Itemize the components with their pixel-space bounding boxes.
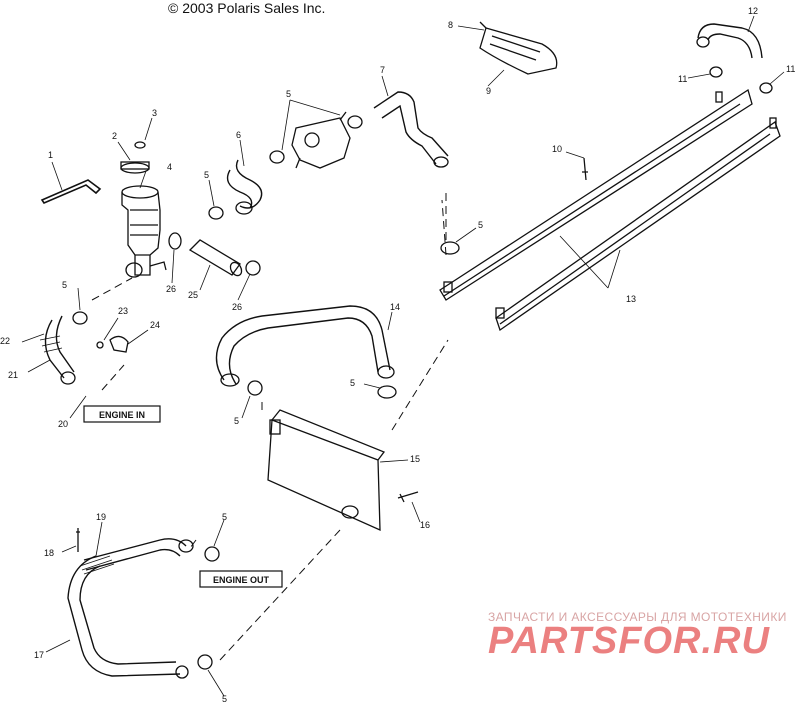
- part-5-clamp-b: [208, 206, 224, 220]
- callout-11-b: 11: [786, 64, 795, 74]
- part-13-heat-exchanger: [439, 88, 781, 332]
- part-18-fastener: [76, 528, 80, 552]
- callout-6: 6: [236, 130, 241, 140]
- callout-10: 10: [552, 144, 562, 154]
- callout-4: 4: [167, 162, 172, 172]
- watermark-tagline: ЗАПЧАСТИ И АКСЕССУАРЫ ДЛЯ МОТОТЕХНИКИ: [488, 610, 787, 624]
- part-2-cap: [120, 162, 150, 174]
- copyright-notice: © 2003 Polaris Sales Inc.: [168, 0, 326, 16]
- part-21-hose: [44, 315, 75, 379]
- callout-5-a: 5: [286, 89, 291, 99]
- callout-15: 15: [410, 454, 420, 464]
- callout-19: 19: [96, 512, 106, 522]
- part-5-clamp-e: [440, 241, 460, 255]
- callout-26-a: 26: [166, 284, 176, 294]
- part-5-clamp-g: [247, 380, 263, 396]
- callout-5-b: 5: [204, 170, 209, 180]
- callout-17: 17: [34, 650, 44, 660]
- callout-20: 20: [58, 419, 68, 429]
- part-14-hose: [215, 305, 391, 385]
- part-1-wrench: [40, 179, 102, 204]
- engine-in-label: ENGINE IN: [99, 410, 145, 420]
- thermostat-housing: [291, 111, 351, 169]
- part-26-clamp-b: [245, 260, 261, 276]
- callout-5-f: 5: [234, 416, 239, 426]
- part-15-panel: [267, 409, 386, 532]
- callout-2: 2: [112, 131, 117, 141]
- engine-in-box: [83, 405, 161, 423]
- part-26-clamp-a: [168, 232, 182, 250]
- part-5-clamp-f: [377, 385, 397, 399]
- part-5-clamp-h: [204, 546, 220, 562]
- part-23-washer: [96, 341, 104, 349]
- callout-8: 8: [448, 20, 453, 30]
- part-11-clamp-a: [709, 66, 723, 78]
- part-9-cover: [479, 21, 558, 75]
- part-10-fastener: [582, 157, 588, 181]
- callout-26-b: 26: [232, 302, 242, 312]
- callout-14: 14: [390, 302, 400, 312]
- callout-12: 12: [748, 6, 758, 16]
- part-25-hose: [188, 239, 241, 276]
- callout-5-c: 5: [62, 280, 67, 290]
- part-4-coolant-bottle: [121, 185, 167, 278]
- callout-5-g: 5: [222, 512, 227, 522]
- callout-7: 7: [380, 65, 385, 75]
- engine-out-box: [199, 570, 283, 588]
- part-11-clamp-b: [759, 82, 773, 94]
- part-12-hose: [697, 23, 763, 59]
- callout-5-h: 5: [222, 694, 227, 703]
- callout-5-d: 5: [478, 220, 483, 230]
- callout-23: 23: [118, 306, 128, 316]
- callout-22: 22: [0, 336, 10, 346]
- callout-21: 21: [8, 370, 18, 380]
- callout-1: 1: [48, 150, 53, 160]
- callout-24: 24: [150, 320, 160, 330]
- callout-25: 25: [188, 290, 198, 300]
- part-5-clamp-a: [269, 150, 285, 164]
- callout-9: 9: [486, 86, 491, 96]
- callout-5-e: 5: [350, 378, 355, 388]
- part-19-hose: [83, 538, 187, 571]
- watermark-logo: PARTSFOR.RU: [488, 620, 770, 662]
- callout-13: 13: [626, 294, 636, 304]
- part-24-clip: [109, 335, 129, 353]
- part-5-clamp-d: [347, 115, 363, 129]
- part-3-oring: [134, 141, 146, 149]
- part-16-bolt: [397, 491, 419, 503]
- part-5-clamp-c: [72, 311, 88, 325]
- engine-out-label: ENGINE OUT: [213, 575, 270, 585]
- part-5-clamp-i: [197, 654, 213, 670]
- callout-16: 16: [420, 520, 430, 530]
- callout-18: 18: [44, 548, 54, 558]
- callout-11-a: 11: [678, 74, 687, 84]
- part-6-hose: [226, 159, 263, 209]
- callout-3: 3: [152, 108, 157, 118]
- part-7-hose: [373, 91, 449, 165]
